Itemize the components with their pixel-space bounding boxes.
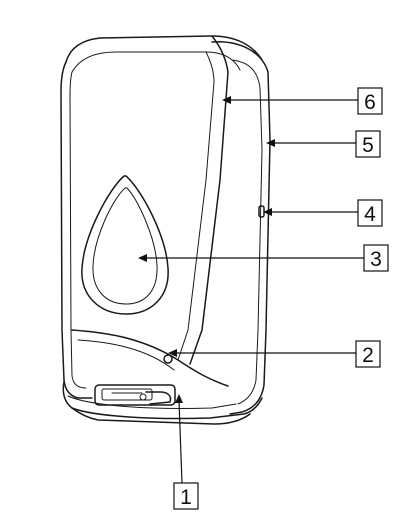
callout-box-5 — [355, 130, 381, 158]
leader-1 — [178, 400, 183, 484]
callout-3: 3 — [363, 244, 389, 272]
callout-2: 2 — [355, 340, 381, 368]
dispenser-illustration — [60, 35, 271, 425]
base-rim — [67, 395, 237, 409]
lower-panel-edge — [77, 339, 175, 371]
callout-label-5: 5 — [362, 134, 374, 157]
cover-seam-outer — [189, 35, 229, 365]
nozzle-hole — [139, 393, 147, 401]
nozzle-slot-inner — [101, 388, 153, 401]
callout-box-6 — [357, 87, 383, 115]
callout-4: 4 — [357, 199, 383, 227]
callout-5: 5 — [355, 130, 381, 158]
level-window-inner — [92, 187, 158, 305]
arrow-6 — [222, 96, 231, 104]
callout-leaders — [138, 96, 364, 484]
nozzle-slot — [94, 384, 176, 406]
callout-label-2: 2 — [362, 344, 374, 367]
arrow-5 — [266, 139, 275, 147]
callout-box-2 — [355, 340, 381, 368]
cover-seam — [177, 51, 215, 361]
callout-label-6: 6 — [364, 91, 376, 114]
arrow-3 — [138, 254, 147, 262]
top-cap-inner — [71, 51, 241, 73]
lower-panel — [71, 329, 229, 387]
callout-label-1: 1 — [180, 486, 192, 509]
side-lock — [258, 205, 265, 218]
callout-6: 6 — [357, 87, 383, 115]
sensor-indicator — [163, 354, 173, 364]
level-window-outer — [81, 175, 169, 315]
arrow-2 — [168, 349, 177, 357]
side-housing — [211, 41, 271, 415]
callout-label-3: 3 — [370, 248, 382, 271]
callout-box-3 — [363, 244, 389, 272]
arrow-1 — [175, 394, 183, 403]
callout-box-4 — [357, 199, 383, 227]
base-bottom — [71, 407, 251, 425]
callout-1: 1 — [173, 482, 199, 510]
front-cover-edge — [69, 71, 87, 389]
side-housing-inner — [231, 59, 263, 405]
base — [62, 381, 263, 420]
callout-label-4: 4 — [364, 203, 376, 226]
arrow-4 — [263, 208, 272, 216]
nozzle — [145, 391, 172, 405]
top-cap — [65, 35, 263, 63]
front-cover — [60, 61, 93, 399]
callout-box-1 — [173, 482, 199, 510]
